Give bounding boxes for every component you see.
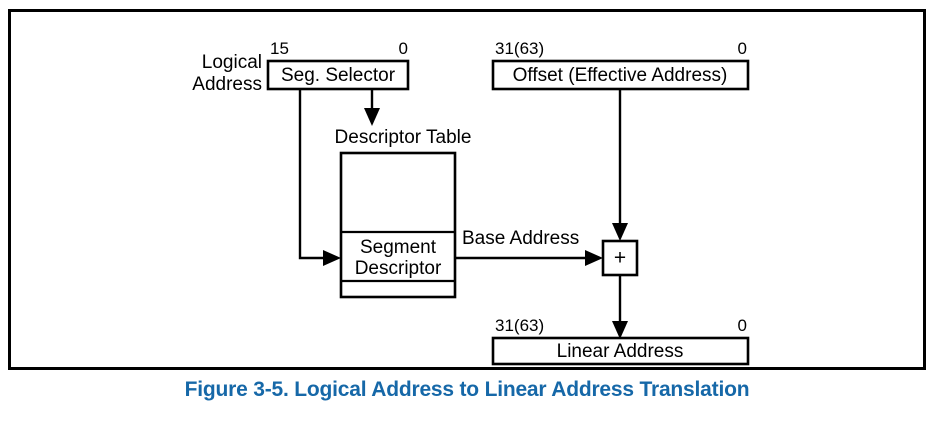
logical-address-label-line2: Address	[192, 74, 262, 95]
offset-label: Offset (Effective Address)	[513, 65, 728, 86]
adder-box[interactable]	[601, 239, 639, 277]
selector-to-descriptor-line	[298, 89, 327, 260]
linear-address-box[interactable]	[491, 336, 750, 366]
adder-plus-symbol: +	[614, 247, 626, 270]
seg-selector-bit-low: 0	[399, 39, 408, 58]
offset-bit-low: 0	[738, 39, 747, 58]
selector-to-descriptor-arrowhead	[323, 250, 341, 266]
adder-to-linear-arrowhead	[612, 321, 628, 339]
base-address-label: Base Address	[462, 228, 579, 249]
segment-descriptor-label-line2: Descriptor	[355, 258, 442, 279]
offset-bit-high: 31(63)	[495, 39, 544, 58]
seg-selector-bit-high: 15	[270, 39, 289, 58]
base-address-arrowhead	[585, 250, 603, 266]
selector-to-table-arrowhead	[364, 108, 380, 126]
logical-address-label-line1: Logical	[202, 52, 262, 73]
descriptor-table-label: Descriptor Table	[335, 127, 472, 148]
figure-border	[8, 9, 926, 370]
linear-address-label: Linear Address	[557, 341, 684, 362]
descriptor-table-box[interactable]	[339, 151, 457, 299]
linear-address-bit-low: 0	[738, 316, 747, 335]
segment-descriptor-label-line1: Segment	[360, 237, 437, 258]
linear-address-bit-high: 31(63)	[495, 316, 544, 335]
figure-caption: Figure 3-5. Logical Address to Linear Ad…	[184, 378, 750, 401]
offset-to-adder-arrowhead	[612, 223, 628, 241]
seg-selector-label: Seg. Selector	[281, 65, 396, 86]
seg-selector-box[interactable]	[266, 59, 410, 91]
